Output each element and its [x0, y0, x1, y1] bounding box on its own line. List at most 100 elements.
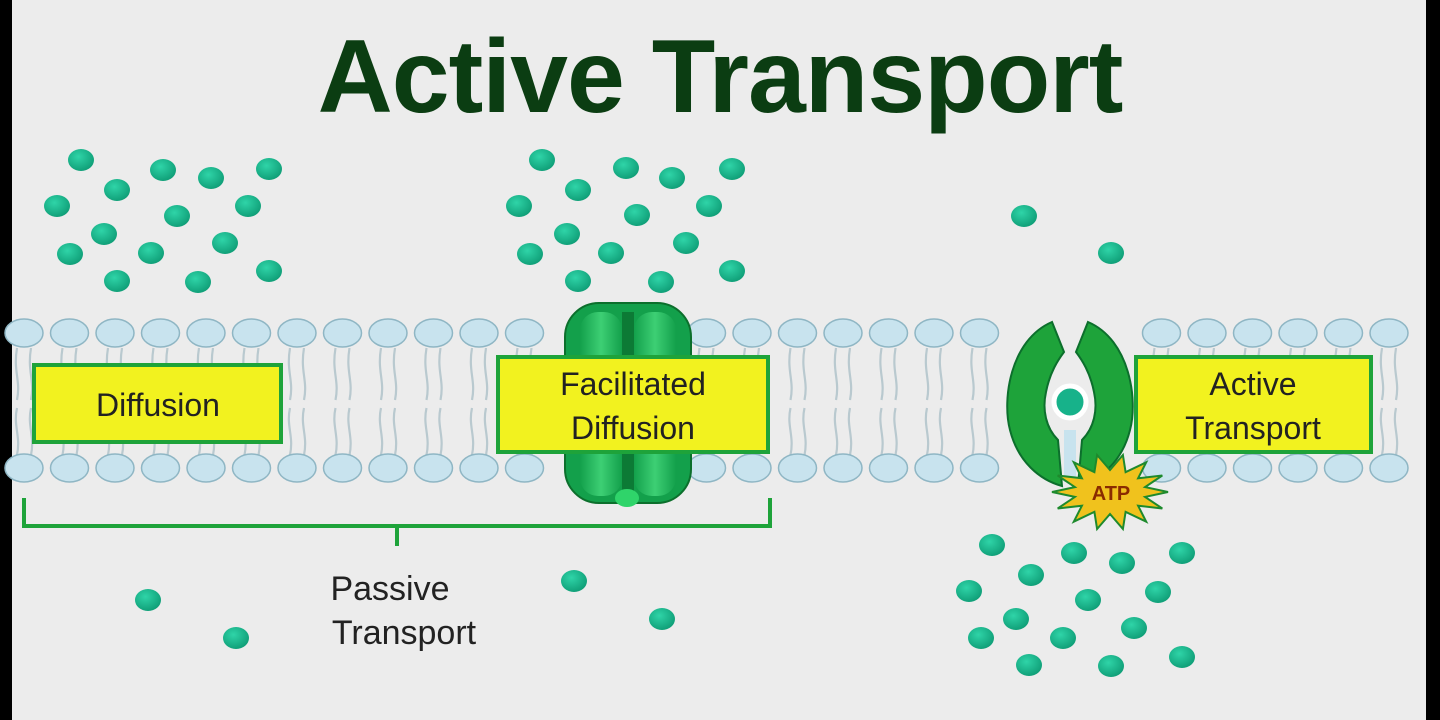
molecule [164, 205, 190, 227]
lipid-head [1369, 318, 1409, 348]
lipid-tail [802, 347, 807, 456]
atp-burst: ATP [1051, 452, 1169, 532]
molecule [598, 242, 624, 264]
lipid-tail [469, 347, 475, 456]
diffusion-label-box: Diffusion [32, 363, 283, 444]
lipid-tail [287, 347, 293, 456]
lipid-head [686, 453, 727, 483]
molecule [91, 223, 117, 245]
lipid-head [1278, 453, 1318, 483]
lipid-head [459, 318, 499, 348]
molecule [1003, 608, 1029, 630]
molecule [1016, 654, 1042, 676]
lipid-head [322, 318, 363, 348]
molecule [256, 260, 282, 282]
lipid-tail [14, 347, 20, 456]
lipid-head [914, 453, 954, 483]
lipid-head [777, 318, 818, 348]
lipid-head [1232, 318, 1273, 348]
active-label-line1: Active [1209, 366, 1296, 402]
molecule [613, 157, 639, 179]
lipid-head [186, 453, 226, 483]
lipid-tail [893, 347, 898, 456]
lipid-head [277, 453, 317, 483]
lipid-tail [392, 347, 398, 456]
lipid-head [186, 318, 226, 348]
lipid-head [1369, 453, 1409, 483]
passive-transport-bracket [22, 498, 772, 546]
lipid-head [277, 318, 317, 348]
lipid-tail [301, 347, 307, 456]
molecule [648, 271, 674, 293]
molecule [1061, 542, 1087, 564]
molecule [561, 570, 587, 592]
lipid-head [459, 453, 499, 483]
molecule [1169, 646, 1195, 668]
phospholipid-heads-inner [4, 453, 1409, 483]
molecule [529, 149, 555, 171]
phospholipid-heads-outer [4, 318, 1409, 348]
molecule [135, 589, 161, 611]
molecule [1109, 552, 1135, 574]
lipid-head [1323, 453, 1364, 483]
lipid-tail [847, 347, 853, 456]
molecule [554, 223, 580, 245]
molecule [1075, 589, 1101, 611]
lipid-head [1187, 318, 1227, 348]
lipid-head [49, 453, 90, 483]
facilitated-label-line2: Diffusion [571, 410, 695, 446]
molecule [968, 627, 994, 649]
molecule [659, 167, 685, 189]
molecule [1145, 581, 1171, 603]
molecule [212, 232, 238, 254]
molecule [1098, 655, 1124, 677]
lipid-head [368, 453, 408, 483]
molecule [44, 195, 70, 217]
molecule [565, 270, 591, 292]
active-transport-label-box: Active Transport [1134, 355, 1373, 454]
passive-label-line2: Transport [332, 614, 477, 652]
lipid-tail [788, 347, 793, 456]
molecule [57, 243, 83, 265]
molecule [673, 232, 699, 254]
lipid-head [1232, 453, 1273, 483]
lipid-head [1141, 318, 1182, 348]
molecule [150, 159, 176, 181]
molecule [1121, 617, 1147, 639]
lipid-head [1278, 318, 1318, 348]
molecule [1050, 627, 1076, 649]
lipid-head [686, 318, 727, 348]
lipid-tail [1393, 347, 1399, 456]
lipid-head [95, 453, 135, 483]
lipid-head [777, 453, 818, 483]
lipid-head [823, 453, 863, 483]
lipid-head [231, 453, 272, 483]
molecule [1098, 242, 1124, 264]
lipid-head [959, 318, 1000, 348]
molecule [565, 179, 591, 201]
lipid-head [140, 453, 181, 483]
lipid-head [231, 318, 272, 348]
molecule [696, 195, 722, 217]
lipid-head [413, 453, 454, 483]
molecule [256, 158, 282, 180]
molecule [517, 243, 543, 265]
molecule [138, 242, 164, 264]
carrier-protein [1006, 320, 1134, 488]
molecule [198, 167, 224, 189]
molecule [624, 204, 650, 226]
lipid-tail [970, 347, 975, 456]
page-title: Active Transport [317, 19, 1124, 135]
lipid-tail [28, 347, 34, 456]
lipid-head [1187, 453, 1227, 483]
lipid-head [868, 318, 909, 348]
lipid-tail [879, 347, 884, 456]
lipid-head [732, 318, 772, 348]
lipid-tail [984, 347, 989, 456]
lipid-head [322, 453, 363, 483]
lipid-tail [438, 347, 443, 456]
molecule [649, 608, 675, 630]
molecule [68, 149, 94, 171]
molecules [44, 149, 1195, 677]
lipid-head [4, 453, 44, 483]
